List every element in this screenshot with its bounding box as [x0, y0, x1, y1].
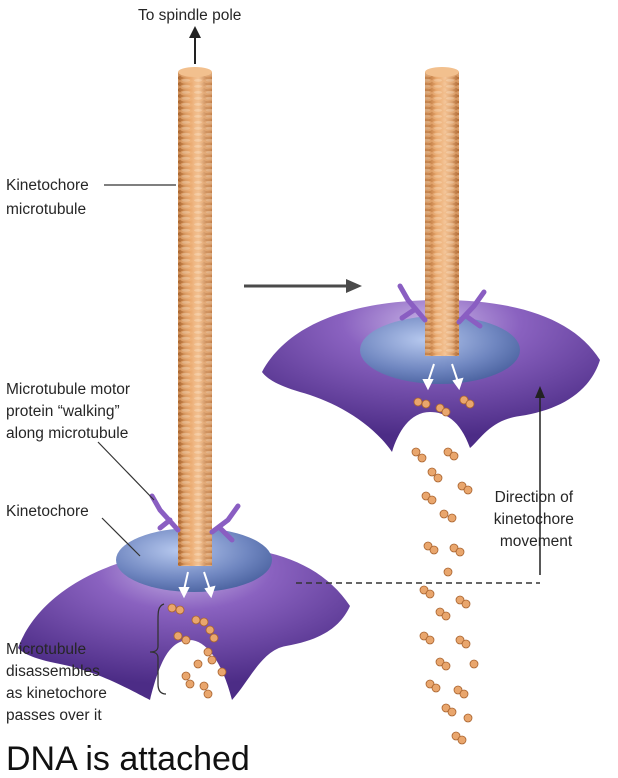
right-small-arrows [422, 363, 464, 391]
left-scene [18, 67, 350, 700]
label-motor-protein: Microtubule motor protein “walking” alon… [6, 381, 134, 442]
label-kt-microtubule: Kinetochore microtubule [6, 177, 93, 218]
spindle-pole-arrow [189, 26, 201, 64]
label-spindle-pole: To spindle pole [138, 7, 241, 24]
label-direction: Direction of kinetochore movement [494, 489, 578, 550]
label-kinetochore: Kinetochore [6, 503, 89, 520]
brace-disassembles [149, 603, 167, 695]
direction-arrow [535, 386, 545, 575]
right-scene [262, 67, 600, 745]
leader-kinetochore [101, 517, 141, 557]
right-motor-protein [397, 283, 487, 329]
transition-arrow [244, 279, 362, 293]
left-small-arrows [178, 571, 216, 599]
left-tubulin-fragments [167, 603, 227, 699]
left-chromosome [18, 546, 350, 700]
kinetochore-diagram: To spindle pole Kinetochore microtubule … [6, 7, 600, 745]
right-tubulin-fragments [411, 395, 479, 745]
label-disassembles: Microtubule disassembles as kinetochore … [6, 641, 111, 724]
left-motor-protein [149, 493, 241, 543]
cut-off-caption: DNA is attached [6, 740, 250, 778]
leader-motor-protein [97, 441, 155, 501]
